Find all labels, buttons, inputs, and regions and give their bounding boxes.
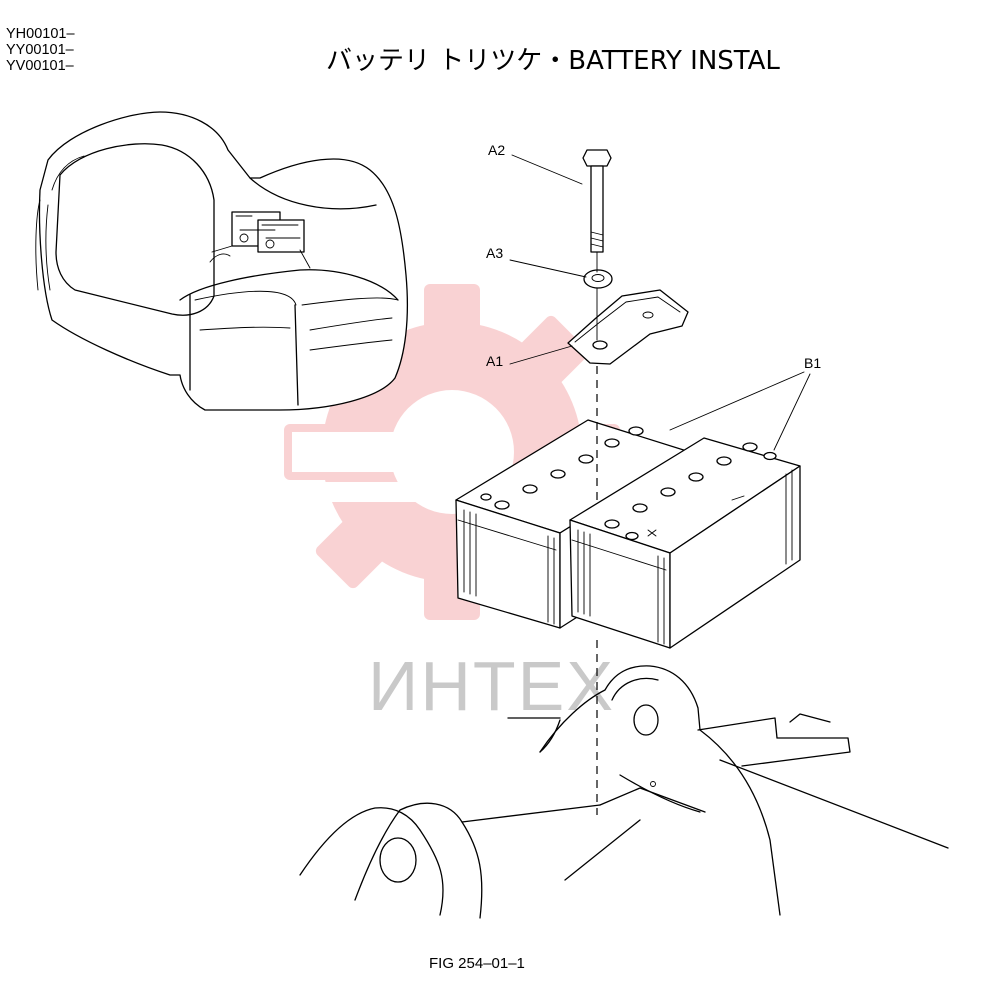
serial-number-block: YH00101– YY00101– YV00101– — [6, 26, 75, 74]
clamp-plate-a1 — [567, 289, 689, 365]
svg-text:A1: A1 — [486, 353, 503, 369]
callout-a1: A1 — [486, 345, 573, 369]
callout-a2: A2 — [488, 142, 583, 185]
svg-text:A3: A3 — [486, 245, 503, 261]
svg-text:B1: B1 — [804, 355, 821, 371]
machine-overview-sketch — [35, 111, 408, 411]
svg-text:A2: A2 — [488, 142, 505, 158]
bolt-a2 — [582, 149, 612, 253]
callout-b1: B1 — [669, 355, 821, 451]
battery-b1-front — [569, 437, 801, 649]
washer-a3 — [583, 269, 613, 289]
serial-number-2: YY00101– — [6, 42, 74, 58]
figure-label: FIG 254–01–1 — [429, 955, 525, 972]
callout-a3: A3 — [486, 245, 587, 278]
serial-number-3: YV00101– — [6, 58, 74, 74]
page-title: バッテリ トリツケ・BATTERY INSTAL — [326, 46, 780, 76]
watermark-text: ИНТЕХ — [368, 647, 615, 725]
mounting-frame — [299, 665, 949, 919]
serial-number-1: YH00101– — [6, 26, 75, 42]
